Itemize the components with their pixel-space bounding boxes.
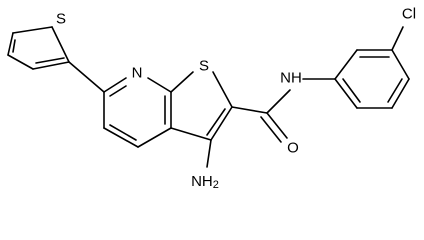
- bond: [206, 108, 226, 136]
- bond: [210, 106, 233, 141]
- bond: [342, 78, 361, 103]
- thiophene-sulfur-label: S: [56, 11, 66, 28]
- bond: [7, 32, 14, 56]
- bond: [266, 112, 288, 139]
- bond: [260, 116, 282, 143]
- amide-nh-label: NH: [280, 70, 302, 87]
- bond: [68, 61, 105, 93]
- thieno-sulfur-label: S: [199, 58, 209, 75]
- bond: [206, 139, 212, 168]
- pyridine-nitrogen-label: N: [132, 65, 143, 82]
- thiophene-ring: [7, 26, 70, 70]
- bond: [12, 26, 53, 34]
- chlorine-label: Cl: [402, 6, 416, 23]
- molecule-structure: S N S NH O Cl NH2: [7, 6, 416, 192]
- carbonyl-oxygen-label: O: [287, 140, 299, 157]
- bond: [35, 57, 65, 64]
- amine-nh-text: NH: [191, 173, 213, 190]
- bond: [212, 71, 233, 108]
- bond: [334, 49, 358, 80]
- bond: [391, 49, 410, 80]
- amine-subscript: 2: [213, 179, 219, 191]
- thieno-ring: [170, 71, 233, 141]
- bond: [109, 85, 127, 97]
- bond: [170, 71, 194, 93]
- pyridine-ring: [103, 77, 172, 148]
- bond: [103, 127, 139, 148]
- bond: [231, 106, 268, 114]
- bond: [32, 61, 70, 70]
- bond: [391, 26, 404, 51]
- bond: [387, 78, 403, 103]
- bond: [147, 77, 172, 93]
- bond: [109, 124, 137, 141]
- bond: [266, 89, 291, 114]
- bond: [334, 78, 358, 109]
- chlorophenyl-ring: [334, 26, 410, 109]
- bond: [12, 39, 16, 53]
- bond: [103, 77, 127, 93]
- bond: [137, 127, 172, 148]
- bond: [51, 26, 70, 63]
- bond: [391, 78, 410, 109]
- amine-label: NH2: [191, 173, 219, 192]
- bond: [7, 54, 34, 70]
- amide-group: [231, 78, 336, 143]
- bond: [170, 127, 212, 141]
